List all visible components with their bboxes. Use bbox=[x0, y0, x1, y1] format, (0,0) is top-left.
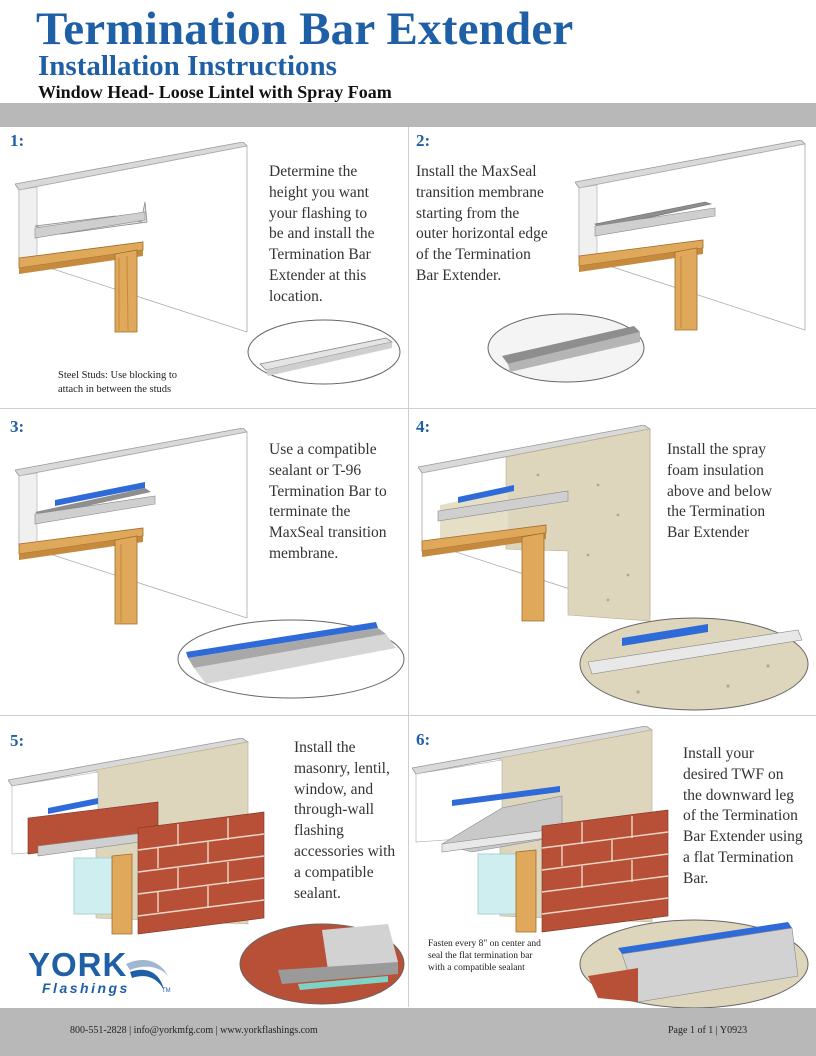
step-1-line: your flashing to bbox=[269, 204, 368, 222]
step-6-text: Install your desired TWF on the downward… bbox=[683, 744, 803, 890]
step-2-line: Install the MaxSeal bbox=[416, 163, 537, 180]
step-1-line: Extender at this bbox=[269, 266, 367, 284]
step-6-note-line: with a compatible sealant bbox=[428, 963, 525, 973]
step-2-line: of the Termination bbox=[416, 246, 531, 264]
step-3-detail-bubble bbox=[177, 619, 405, 699]
step-4-line: foam insulation bbox=[667, 461, 764, 479]
logo-swoosh-icon bbox=[126, 960, 168, 990]
step-1-detail-bubble bbox=[247, 319, 401, 385]
step-2-text: Install the MaxSeal transition membrane … bbox=[416, 162, 548, 287]
step-6-number: 6: bbox=[416, 730, 431, 749]
step-1-number: 1: bbox=[10, 131, 25, 150]
logo-tagline: Flashings bbox=[42, 980, 130, 996]
step-6-note: Fasten every 8" on center and seal the f… bbox=[428, 938, 541, 974]
step-5-detail-bubble bbox=[239, 923, 405, 1005]
step-1-line: Termination Bar bbox=[269, 246, 371, 264]
step-5-line: flashing bbox=[294, 822, 344, 840]
step-1-text: Determine the height you want your flash… bbox=[269, 162, 374, 308]
step-3-line: MaxSeal transition bbox=[269, 524, 387, 542]
step-2-number: 2: bbox=[416, 131, 431, 150]
step-3-line: terminate the bbox=[269, 503, 351, 521]
title-band bbox=[0, 103, 816, 127]
step-4-line: Bar Extender bbox=[667, 524, 750, 542]
logo-trademark: TM bbox=[162, 988, 171, 994]
step-1-note: Steel Studs: Use blocking to attach in b… bbox=[58, 369, 177, 397]
step-5-line: window, and bbox=[294, 780, 374, 798]
step-3-line: Termination Bar to bbox=[269, 482, 387, 500]
step-6-note-line: Fasten every 8" on center and bbox=[428, 939, 541, 949]
step-5-number: 5: bbox=[10, 731, 25, 750]
step-4-number: 4: bbox=[416, 417, 431, 436]
step-6-line: Install your bbox=[683, 745, 755, 762]
step-6-line: Bar Extender using bbox=[683, 828, 803, 846]
page-subtitle: Installation Instructions bbox=[38, 50, 337, 82]
page-description: Window Head- Loose Lintel with Spray Foa… bbox=[38, 82, 392, 102]
logo-wordmark: YORK bbox=[28, 946, 128, 983]
step-5-line: sealant. bbox=[294, 884, 341, 902]
step-6-line: of the Termination bbox=[683, 807, 798, 825]
step-2-detail-bubble bbox=[487, 313, 645, 383]
page-title: Termination Bar Extender bbox=[36, 3, 574, 55]
footer-page-number: Page 1 of 1 | Y0923 bbox=[668, 1025, 748, 1036]
grid-vertical-divider bbox=[408, 127, 409, 1007]
step-1-line: be and install the bbox=[269, 225, 375, 243]
step-1-note-line: Steel Studs: Use blocking to bbox=[58, 370, 177, 381]
step-2-line: transition membrane bbox=[416, 183, 544, 201]
step-3-line: Use a compatible bbox=[269, 441, 377, 458]
step-2-line: outer horizontal edge bbox=[416, 225, 548, 243]
step-6-wall-illustration bbox=[412, 726, 669, 933]
footer-contact: 800-551-2828 | info@yorkmfg.com | www.yo… bbox=[70, 1025, 318, 1036]
step-6-line: Bar. bbox=[683, 869, 709, 887]
step-1-line: height you want bbox=[269, 183, 369, 201]
step-5-line: accessories with bbox=[294, 842, 396, 860]
step-1-wall-illustration bbox=[15, 142, 248, 333]
footer-band bbox=[0, 1008, 816, 1056]
step-3-number: 3: bbox=[10, 417, 25, 436]
step-3-wall-illustration bbox=[15, 428, 248, 625]
step-5-line: through-wall bbox=[294, 801, 375, 819]
step-4-line: above and below bbox=[667, 482, 773, 500]
step-3-line: membrane. bbox=[269, 544, 339, 562]
step-5-text: Install the masonry, lentil, window, and… bbox=[294, 738, 395, 904]
step-4-detail-bubble bbox=[579, 617, 809, 711]
step-6-detail-bubble bbox=[579, 919, 809, 1009]
step-6-line: a flat Termination bbox=[683, 848, 794, 866]
step-4-text: Install the spray foam insulation above … bbox=[667, 440, 772, 544]
step-5-line: masonry, lentil, bbox=[294, 759, 390, 777]
step-5-wall-illustration bbox=[8, 738, 265, 935]
grid-divider-row-2 bbox=[0, 715, 816, 716]
step-4-line: the Termination bbox=[667, 503, 766, 521]
step-2-line: starting from the bbox=[416, 204, 520, 222]
step-6-line: desired TWF on bbox=[683, 765, 784, 783]
step-6-line: the downward leg bbox=[683, 786, 795, 804]
step-3-text: Use a compatible sealant or T-96 Termina… bbox=[269, 440, 387, 565]
step-2-line: Bar Extender. bbox=[416, 266, 502, 284]
step-2-wall-illustration bbox=[575, 140, 806, 331]
step-6-note-line: seal the flat termination bar bbox=[428, 951, 533, 961]
step-4-line: Install the spray bbox=[667, 441, 767, 458]
step-5-line: a compatible bbox=[294, 863, 374, 881]
step-4-wall-illustration bbox=[418, 425, 652, 622]
grid-divider-row-1 bbox=[0, 408, 816, 409]
york-flashings-logo: YORK Flashings TM bbox=[28, 946, 178, 1000]
step-1-line: location. bbox=[269, 287, 323, 305]
step-5-line: Install the bbox=[294, 739, 356, 756]
step-3-line: sealant or T-96 bbox=[269, 461, 362, 479]
step-1-line: Determine the bbox=[269, 163, 358, 180]
step-1-note-line: attach in between the studs bbox=[58, 384, 172, 395]
